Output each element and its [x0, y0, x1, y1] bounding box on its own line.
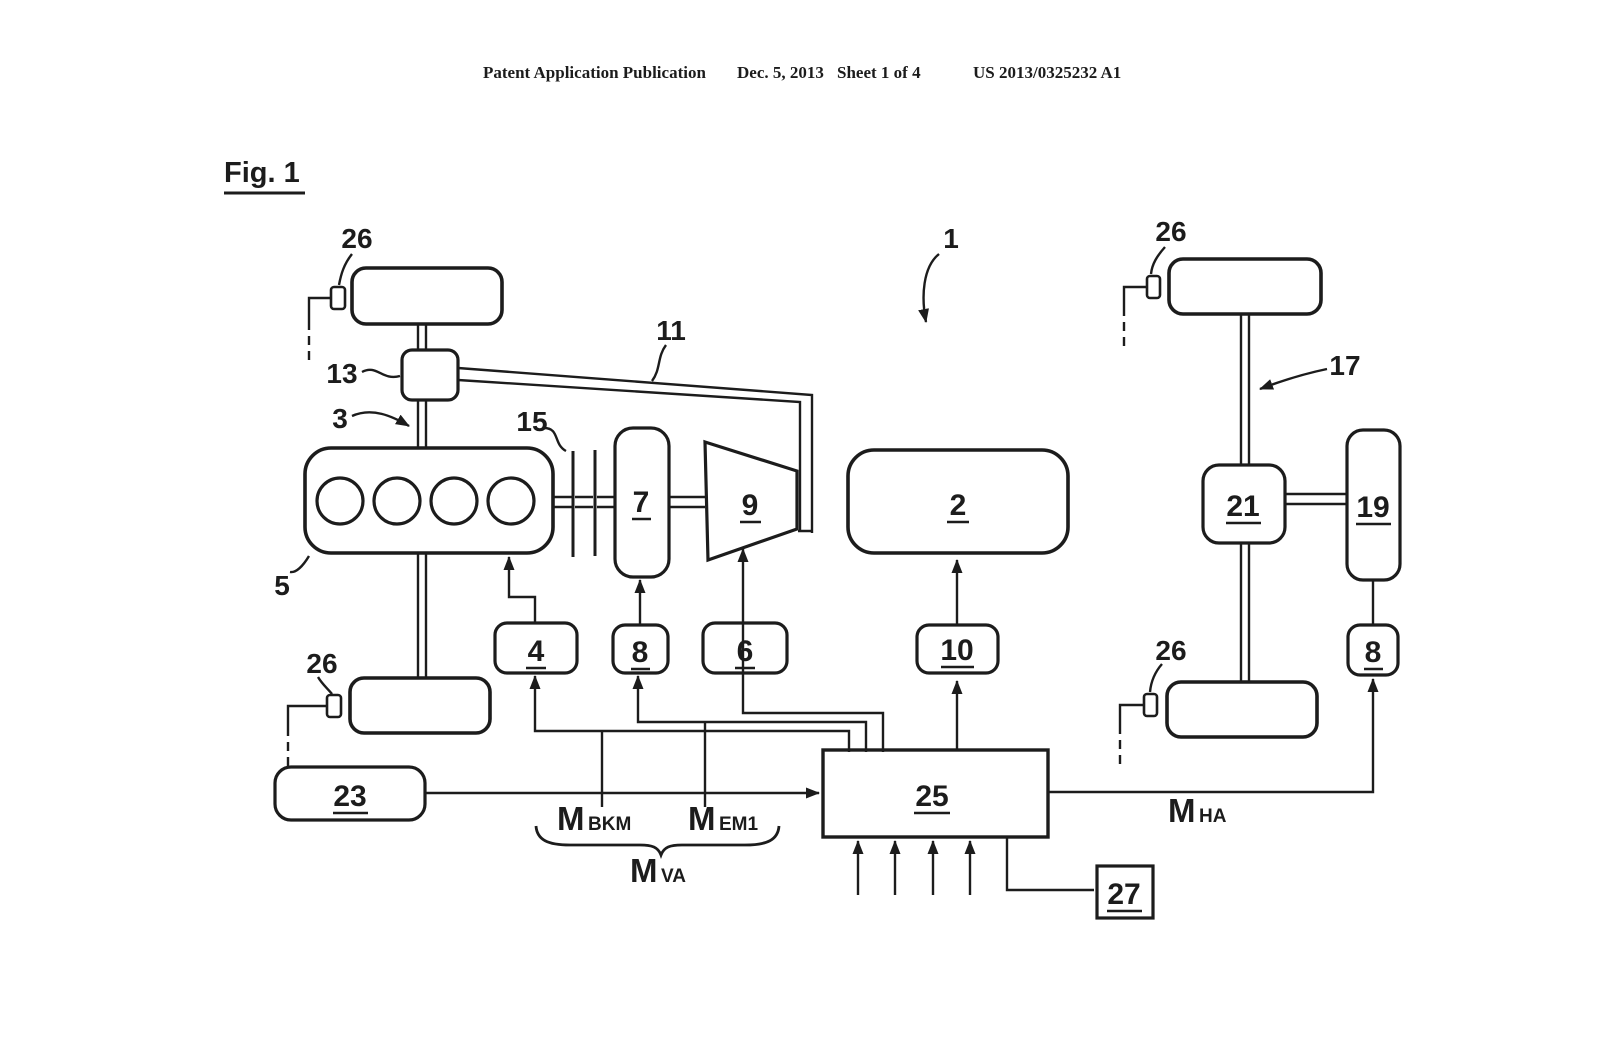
- unit-6-box: [701, 621, 789, 675]
- ref-7: 7: [633, 486, 650, 519]
- sensor-lead: [1122, 285, 1147, 316]
- ref-11: 11: [656, 315, 686, 346]
- label-m-ha-sub: HA: [1199, 806, 1227, 827]
- leader-11: [651, 344, 667, 382]
- engine-box: [303, 446, 555, 555]
- ref-13: 13: [326, 358, 357, 389]
- front-axle-shafts: [416, 324, 428, 678]
- rear-machine-shaft: [1285, 492, 1347, 506]
- ref-15: 15: [516, 406, 547, 437]
- sensor-lead: [307, 296, 331, 330]
- header-sheet: Sheet 1 of 4: [837, 63, 921, 82]
- label-m-ha: M: [1168, 792, 1196, 829]
- ref-1: 1: [943, 223, 959, 254]
- front-differential-box: [400, 348, 460, 402]
- line-25-to-8: [632, 675, 868, 752]
- header-patent-number: US 2013/0325232 A1: [973, 63, 1121, 82]
- line-25-to-27: [1005, 837, 1094, 892]
- control-unit-box: [821, 748, 1050, 839]
- label-m-em1-sub: EM1: [719, 814, 759, 835]
- line-25-to-6: [737, 548, 885, 752]
- page-header: Patent Application Publication Dec. 5, 2…: [483, 63, 1121, 82]
- front-left-wheel: [350, 266, 504, 326]
- cylinder-1: [315, 476, 365, 526]
- ref-6: 6: [737, 635, 754, 668]
- ref-4: 4: [528, 635, 545, 668]
- leader-26-rear-left: [1149, 246, 1166, 275]
- ref-26-rear-left: 26: [1155, 216, 1186, 247]
- header-date: Dec. 5, 2013: [737, 63, 824, 82]
- line-mha-to-rear-inverter: [1048, 678, 1379, 794]
- leader-26-front-right: [316, 676, 333, 695]
- label-m-bkm: M: [557, 800, 585, 837]
- electric-machine-front-box: [613, 426, 671, 579]
- leader-17-arrow: [1259, 367, 1328, 391]
- sensor-lead: [286, 704, 327, 736]
- battery-box: [846, 448, 1070, 555]
- front-axle-group: [303, 266, 814, 735]
- wheel-sensors-group: 26 26 26 26: [286, 216, 1187, 766]
- leader-1-arrow: [918, 253, 940, 323]
- ref-26-front-right: 26: [306, 648, 337, 679]
- leader-5: [289, 555, 311, 574]
- torque-tap-ticks: [600, 722, 707, 807]
- sensor-lead: [1118, 703, 1144, 734]
- label-m-bkm-sub: BKM: [588, 814, 631, 835]
- ref-8-front: 8: [632, 636, 649, 669]
- unit-27-box: [1095, 864, 1155, 920]
- arrow-4-to-engine: [503, 556, 537, 623]
- leader-15: [543, 426, 567, 453]
- label-m-em1: M: [688, 800, 716, 837]
- ref-3: 3: [332, 403, 348, 434]
- control-group: [273, 548, 1379, 920]
- wheel-sensor-icon: [1145, 274, 1162, 300]
- ref-2: 2: [950, 489, 967, 522]
- header-publication: Patent Application Publication: [483, 63, 706, 82]
- transmission-shape: [703, 439, 799, 563]
- label-m-va: M: [630, 852, 658, 889]
- reference-labels: 13 3 15 5 11 1 17: [274, 223, 1360, 601]
- ref-23: 23: [333, 780, 366, 813]
- rear-axle-shafts: [1239, 314, 1251, 682]
- ref-5: 5: [274, 570, 290, 601]
- rear-left-wheel: [1167, 257, 1323, 316]
- leader-13: [361, 368, 401, 379]
- line-25-to-4: [529, 675, 851, 752]
- label-m-va-sub: VA: [661, 866, 686, 887]
- leader-26-rear-right: [1148, 663, 1163, 693]
- rear-axle-group: [1165, 257, 1402, 739]
- clutch-plates: [571, 450, 597, 557]
- cylinder-4: [486, 476, 536, 526]
- box-numerals: 7 9 2 4 8 6 10 21 19 8 23 25 27: [333, 486, 1391, 913]
- wheel-sensor-icon: [329, 285, 347, 311]
- cylinder-2: [372, 476, 422, 526]
- ref-8-rear: 8: [1365, 636, 1382, 669]
- figure-title: Fig. 1: [224, 157, 305, 195]
- ref-21: 21: [1226, 490, 1259, 523]
- ref-25: 25: [915, 780, 948, 813]
- figure-title-text: Fig. 1: [224, 157, 300, 189]
- torque-labels: M BKM M EM1 M VA M HA: [557, 792, 1227, 889]
- ref-9: 9: [742, 489, 759, 522]
- wheel-sensor-icon: [325, 693, 343, 719]
- leader-26-front-left: [337, 253, 353, 286]
- front-axle-drive-shaft: [457, 366, 814, 533]
- front-right-wheel: [348, 676, 492, 735]
- ref-27: 27: [1107, 878, 1140, 911]
- ref-19: 19: [1356, 491, 1389, 524]
- crankshaft-lines: [552, 495, 705, 509]
- wheel-sensor-icon: [1142, 692, 1159, 718]
- ref-26-front-left: 26: [341, 223, 372, 254]
- engine-cylinders: [315, 476, 536, 526]
- rear-right-wheel: [1165, 680, 1319, 739]
- battery-group: [846, 448, 1070, 750]
- ref-26-rear-right: 26: [1155, 635, 1186, 666]
- ref-17: 17: [1329, 350, 1360, 381]
- brace-front-axle-torque: [534, 825, 781, 859]
- cylinder-3: [429, 476, 479, 526]
- leader-3-arrow: [351, 411, 410, 428]
- ref-10: 10: [940, 634, 973, 667]
